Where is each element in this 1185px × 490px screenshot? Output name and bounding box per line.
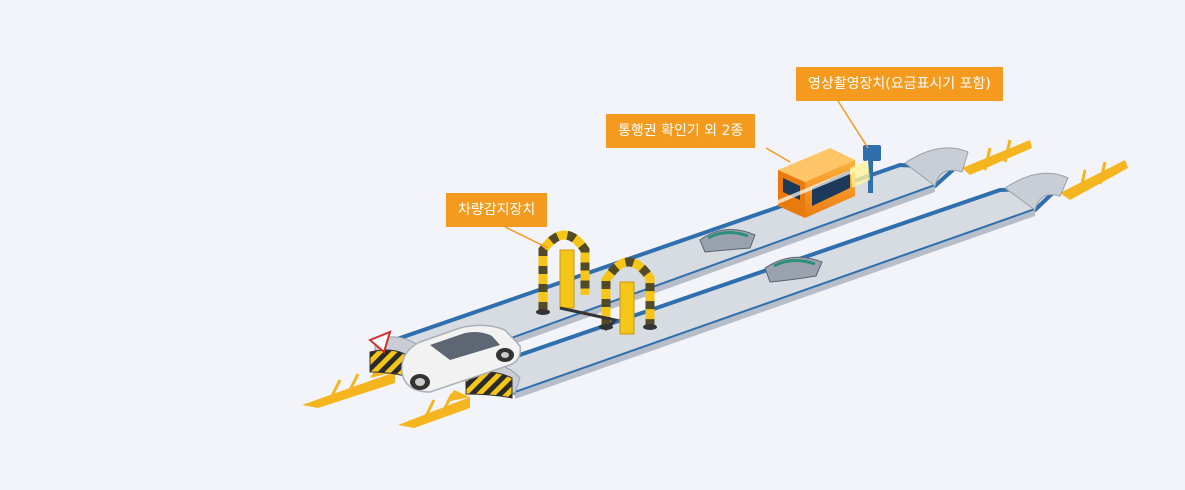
lane-arrow-front-right xyxy=(398,390,470,428)
car xyxy=(401,324,522,393)
lane-arrow-back-right xyxy=(1060,160,1128,200)
loop-sensor-lower xyxy=(764,256,823,283)
camera-pole xyxy=(850,145,881,193)
vehicle-detector-gate-2 xyxy=(599,257,657,335)
leader-camera xyxy=(837,100,869,149)
toll-booth xyxy=(778,148,855,218)
label-ticket-checker: 통행권 확인기 외 2종 xyxy=(606,114,756,148)
loop-sensor-upper xyxy=(699,229,756,253)
detector-cable xyxy=(559,306,619,332)
label-vehicle-detector: 차량감지장치 xyxy=(446,193,548,227)
label-camera-unit: 영상촬영장치(요금표시기 포함) xyxy=(796,67,1003,101)
vehicle-detector-gate-1 xyxy=(536,230,590,315)
leader-sensor xyxy=(504,226,549,249)
lane-arrow-back-left xyxy=(962,139,1032,175)
leader-ticket xyxy=(765,147,791,163)
